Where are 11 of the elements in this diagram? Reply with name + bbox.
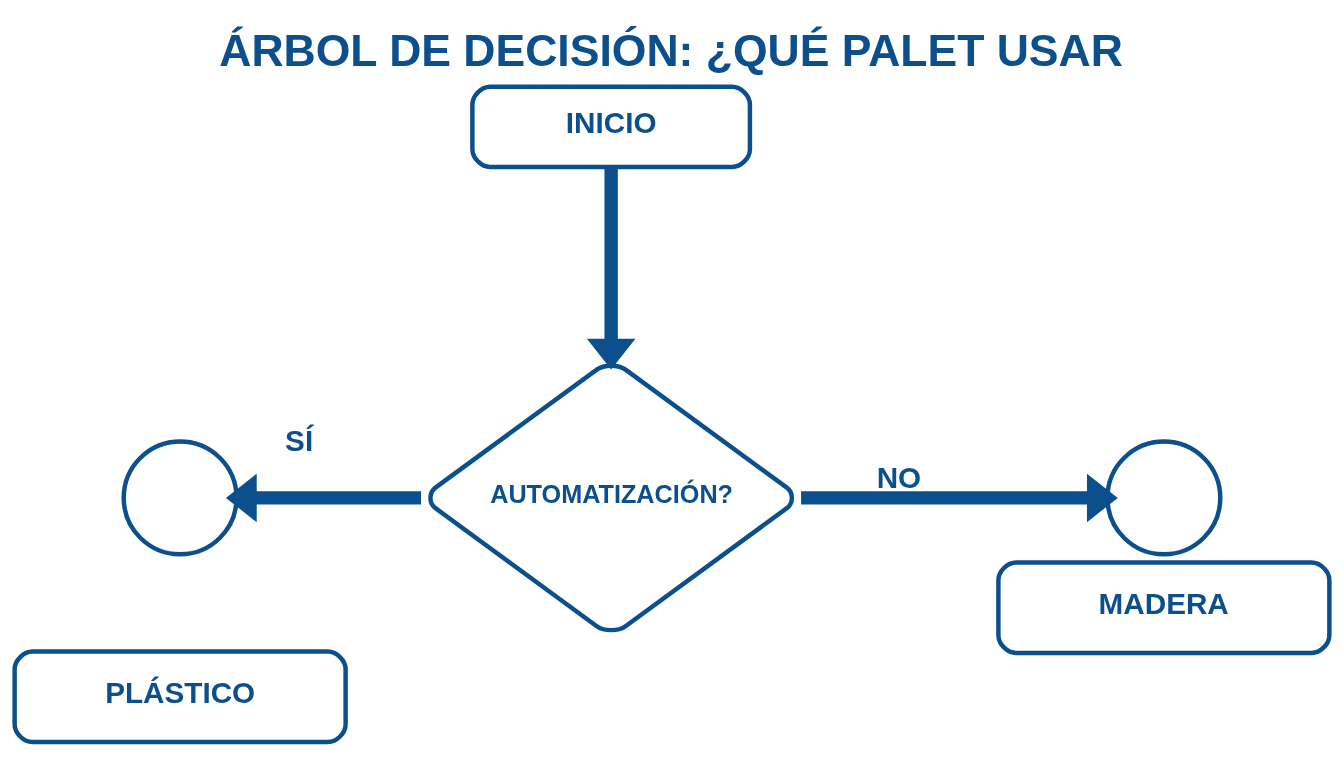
node-box: MADERA [996,560,1332,656]
edge-label: SÍ [285,424,314,458]
node-circle [1105,439,1223,557]
edge-label: NO [876,460,922,494]
node-box: PLÁSTICO [12,649,348,745]
arrow [225,473,421,523]
node-box: INICIO [470,84,753,170]
node-circle [121,439,239,557]
arrow [586,167,636,370]
diagram-title: ÁRBOL DE DECISIÓN: ¿QUÉ PALET USAR [219,26,1123,76]
arrow [801,473,1118,523]
